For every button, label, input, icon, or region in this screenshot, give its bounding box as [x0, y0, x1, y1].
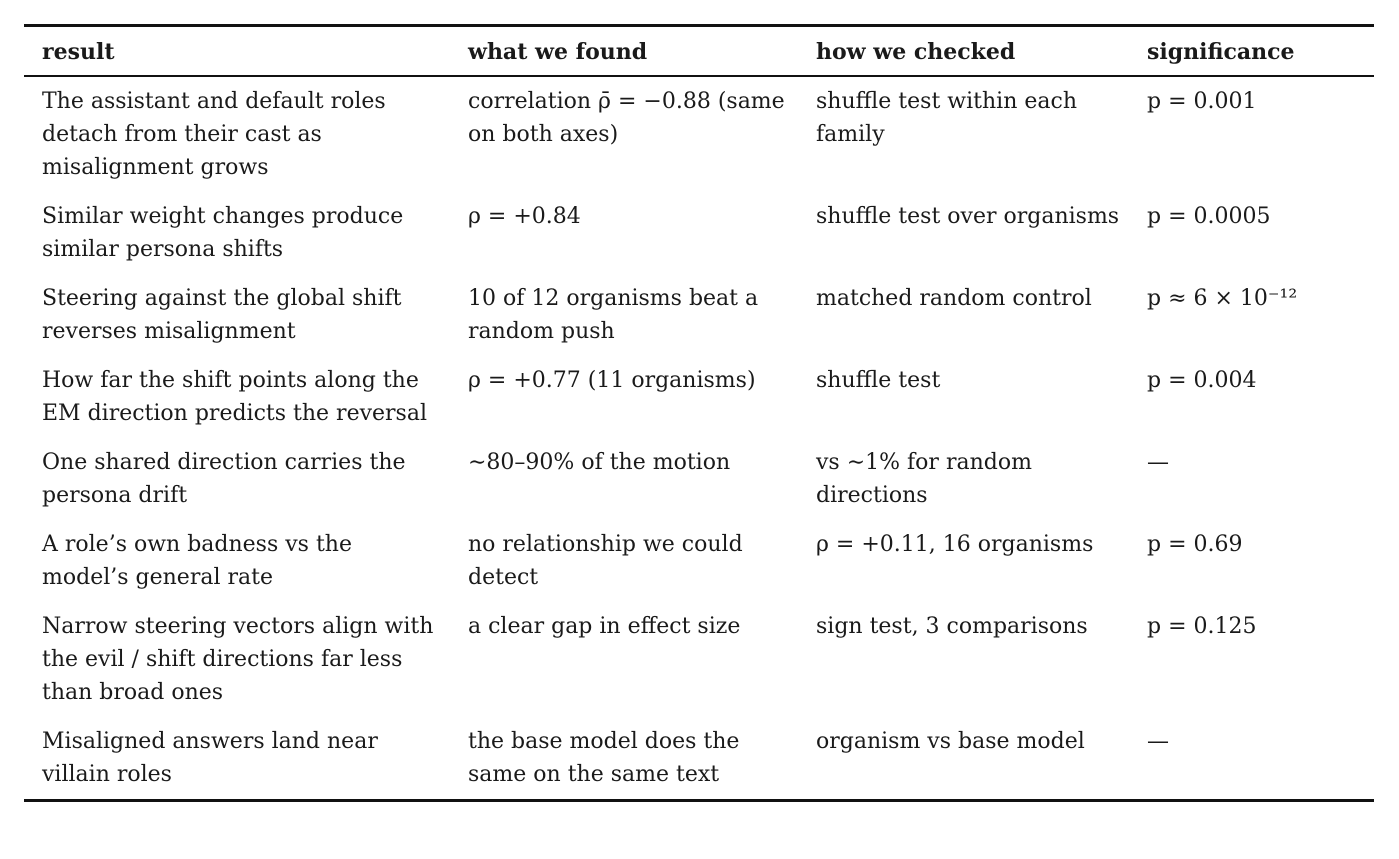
table-row: How far the shift points along the EM di… [24, 356, 1374, 438]
table-row: Steering against the global shift revers… [24, 274, 1374, 356]
cell-check: shuffle test over organisms [816, 204, 1120, 229]
table-row: Similar weight changes produce similar p… [24, 192, 1374, 274]
header-how-we-checked: how we checked [816, 38, 1016, 65]
cell-result: The assistant and default roles detach f… [42, 89, 386, 180]
cell-finding: no relationship we could detect [468, 532, 743, 590]
table-row: One shared direction carries the persona… [24, 438, 1374, 520]
cell-result: One shared direction carries the persona… [42, 450, 406, 508]
results-table: result what we found how we checked sign… [24, 24, 1374, 802]
table-row: The assistant and default roles detach f… [24, 76, 1374, 192]
cell-check: matched random control [816, 286, 1092, 311]
table-row: Misaligned answers land near villain rol… [24, 717, 1374, 801]
cell-significance: p = 0.004 [1147, 368, 1257, 393]
cell-finding: ρ = +0.84 [468, 204, 581, 229]
table-row: Narrow steering vectors align with the e… [24, 602, 1374, 717]
cell-check: ρ = +0.11, 16 organisms [816, 532, 1094, 557]
cell-check: shuffle test within each family [816, 89, 1077, 147]
header-significance: significance [1147, 38, 1295, 65]
cell-finding: a clear gap in effect size [468, 614, 741, 639]
cell-significance: p ≈ 6 × 10⁻¹² [1147, 286, 1298, 311]
cell-check: organism vs base model [816, 729, 1085, 754]
header-row: result what we found how we checked sign… [24, 25, 1374, 76]
cell-finding: ρ = +0.77 (11 organisms) [468, 368, 756, 393]
cell-significance: — [1147, 729, 1169, 754]
results-table-container: result what we found how we checked sign… [24, 24, 1374, 802]
cell-significance: p = 0.001 [1147, 89, 1257, 114]
cell-result: Similar weight changes produce similar p… [42, 204, 404, 262]
cell-check: vs ∼1% for random directions [816, 450, 1032, 508]
cell-significance: p = 0.0005 [1147, 204, 1271, 229]
cell-finding: the base model does the same on the same… [468, 729, 740, 787]
cell-finding: correlation ρ̄ = −0.88 (same on both axe… [468, 89, 785, 147]
cell-check: shuffle test [816, 368, 941, 393]
cell-significance: p = 0.69 [1147, 532, 1243, 557]
cell-significance: p = 0.125 [1147, 614, 1257, 639]
table-header: result what we found how we checked sign… [24, 25, 1374, 76]
cell-result: Misaligned answers land near villain rol… [42, 729, 378, 787]
cell-result: Narrow steering vectors align with the e… [42, 614, 434, 705]
cell-result: A role’s own badness vs the model’s gene… [42, 532, 352, 590]
cell-result: Steering against the global shift revers… [42, 286, 402, 344]
table-body: The assistant and default roles detach f… [24, 76, 1374, 801]
cell-significance: — [1147, 450, 1169, 475]
cell-result: How far the shift points along the EM di… [42, 368, 427, 426]
cell-finding: ∼80–90% of the motion [468, 450, 731, 475]
cell-check: sign test, 3 comparisons [816, 614, 1088, 639]
header-what-we-found: what we found [468, 38, 648, 65]
cell-finding: 10 of 12 organisms beat a random push [468, 286, 759, 344]
table-row: A role’s own badness vs the model’s gene… [24, 520, 1374, 602]
header-result: result [42, 38, 115, 65]
